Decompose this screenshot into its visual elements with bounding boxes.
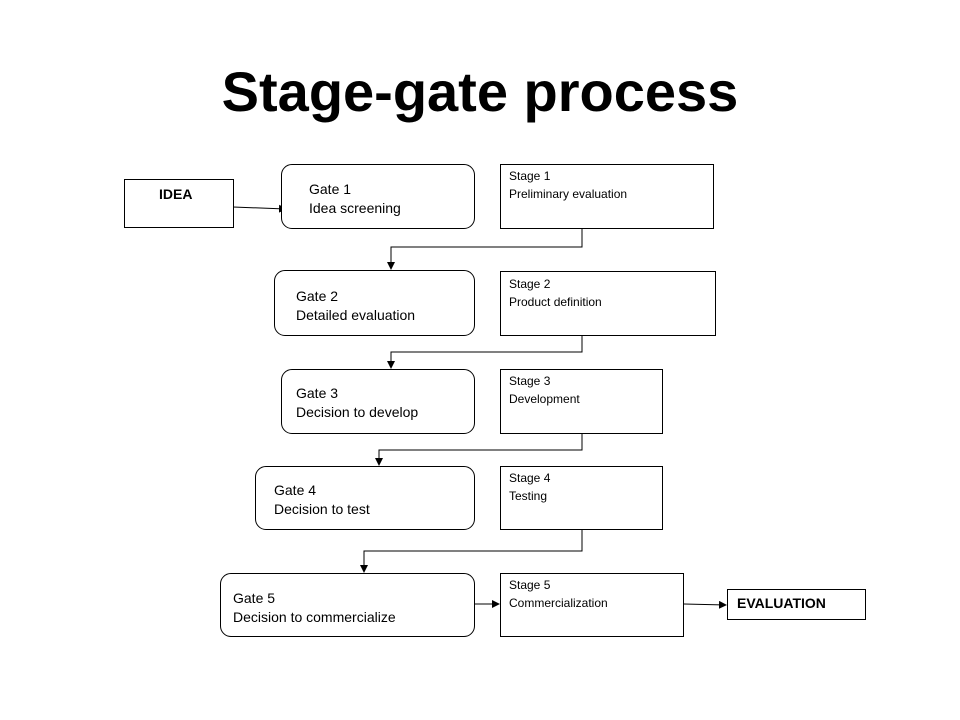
gate-4-name: Gate 4 (274, 482, 317, 498)
arrow-stage5-to-evaluation (683, 600, 727, 609)
arrow-stage3-to-gate4 (375, 434, 583, 466)
gate-1-name: Gate 1 (309, 181, 352, 197)
gate-5-box: Gate 5 Decision to commercialize (220, 573, 475, 637)
stage-2-box: Stage 2 Product definition (500, 271, 716, 336)
gate-3-box: Gate 3 Decision to develop (281, 369, 475, 434)
idea-label: IDEA (159, 186, 193, 202)
stage-2-desc: Product definition (509, 295, 602, 309)
gate-5-name: Gate 5 (233, 590, 276, 606)
evaluation-box: EVALUATION (727, 589, 866, 620)
gate-1-box: Gate 1 Idea screening (281, 164, 475, 229)
stage-1-name: Stage 1 (509, 169, 551, 183)
evaluation-label: EVALUATION (737, 595, 826, 611)
arrow-stage1-to-gate2 (387, 229, 583, 270)
stage-3-box: Stage 3 Development (500, 369, 663, 434)
gate-2-box: Gate 2 Detailed evaluation (274, 270, 475, 336)
stage-4-desc: Testing (509, 489, 548, 503)
arrow-idea-to-gate1 (232, 204, 287, 213)
arrow-stage2-to-gate3 (387, 336, 583, 369)
arrow-stage4-to-gate5 (360, 530, 583, 573)
gate-1-desc: Idea screening (309, 200, 401, 216)
gate-4-desc: Decision to test (274, 501, 370, 517)
stage-1-desc: Preliminary evaluation (509, 187, 628, 201)
stage-4-name: Stage 4 (509, 471, 551, 485)
stage-3-name: Stage 3 (509, 374, 551, 388)
page-title: Stage-gate process (221, 60, 739, 123)
stage-1-box: Stage 1 Preliminary evaluation (500, 164, 714, 229)
gate-4-box: Gate 4 Decision to test (255, 466, 475, 530)
stage-5-name: Stage 5 (509, 578, 551, 592)
gate-3-desc: Decision to develop (296, 404, 419, 420)
gate-3-name: Gate 3 (296, 385, 339, 401)
stage-5-box: Stage 5 Commercialization (500, 573, 684, 637)
stage-4-box: Stage 4 Testing (500, 466, 663, 530)
stage-3-desc: Development (509, 392, 580, 406)
idea-box: IDEA (124, 179, 234, 228)
stage-2-name: Stage 2 (509, 277, 551, 291)
gate-2-desc: Detailed evaluation (296, 307, 416, 323)
gate-5-desc: Decision to commercialize (233, 609, 396, 625)
gate-2-name: Gate 2 (296, 288, 339, 304)
stage-5-desc: Commercialization (509, 596, 608, 610)
